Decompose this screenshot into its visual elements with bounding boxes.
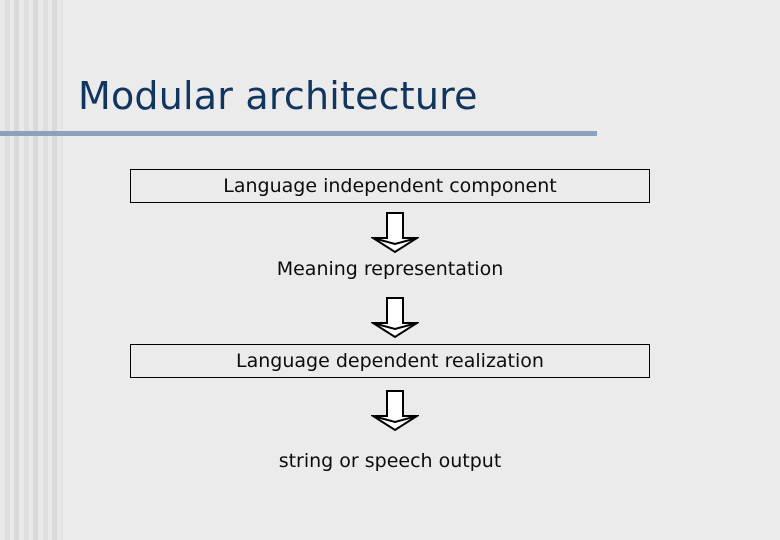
title-underline-rule: [0, 131, 597, 136]
slide-title: Modular architecture: [78, 74, 478, 118]
block-arrow-down-icon-3: [369, 390, 421, 432]
block-arrow-down-icon-1: [369, 212, 421, 254]
flow-node-label: Language independent component: [223, 175, 557, 197]
flow-node-meaning-representation: Meaning representation: [276, 258, 504, 280]
flow-node-language-dependent-realization: Language dependent realization: [130, 344, 650, 378]
flow-node-label: Language dependent realization: [236, 350, 544, 372]
flow-node-language-independent-component: Language independent component: [130, 169, 650, 203]
block-arrow-down-icon-2: [369, 297, 421, 339]
flow-node-string-or-speech-output: string or speech output: [278, 450, 502, 472]
stripe-edge-line: [61, 0, 63, 540]
decorative-stripe-band: [0, 0, 63, 540]
